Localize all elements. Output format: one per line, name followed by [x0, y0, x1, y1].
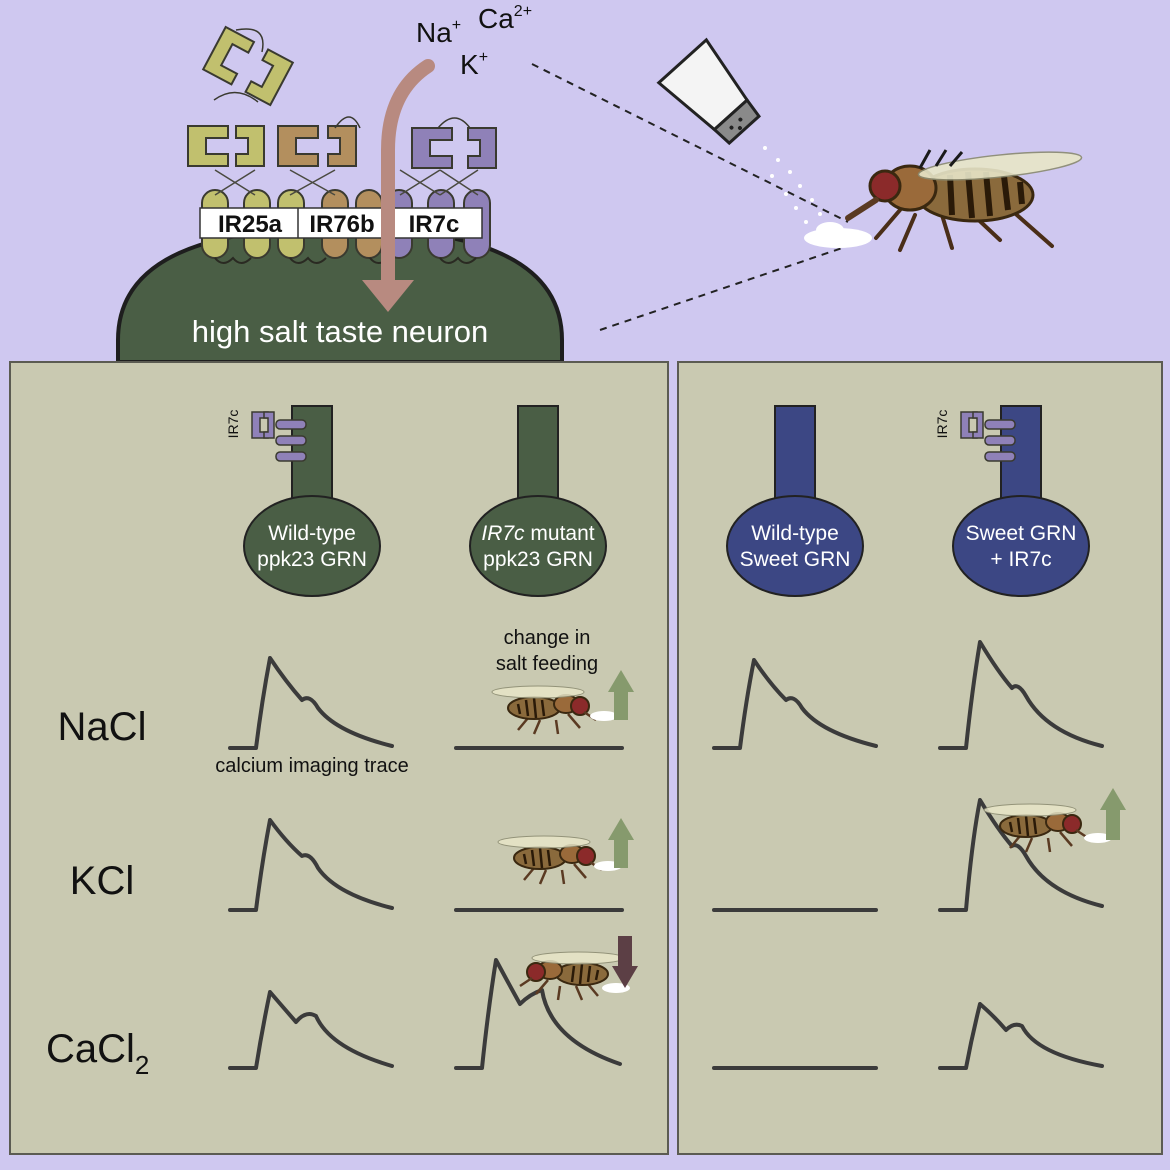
- ion-k: K+: [460, 49, 488, 80]
- feeding-label-line1: change in: [504, 627, 591, 649]
- trace-cacl2-mutant-ppk23: [454, 958, 622, 1070]
- arrow-up-icon: [608, 818, 634, 868]
- svg-text:IR7c: IR7c: [225, 410, 241, 439]
- trace-nacl-wt-ppk23: [228, 656, 394, 750]
- small-ir7c-receptor: [251, 411, 307, 462]
- row-label-cacl2: CaCl2: [46, 1027, 149, 1080]
- neuron-sweet-ir7c: Sweet GRN + IR7c IR7c: [934, 405, 1090, 597]
- receptor-label-bar: [199, 207, 483, 239]
- arrow-down-icon: [612, 936, 638, 988]
- feeding-label-line2: salt feeding: [496, 653, 598, 675]
- receptor-label-ir76b: IR76b: [309, 211, 374, 238]
- svg-text:ppk23 GRN: ppk23 GRN: [483, 548, 593, 571]
- svg-text:Wild-type: Wild-type: [751, 522, 839, 545]
- svg-text:+ IR7c: + IR7c: [990, 548, 1051, 571]
- receptor-label-ir25a: IR25a: [218, 211, 283, 238]
- svg-text:IR7c: IR7c: [934, 410, 950, 439]
- svg-text:Wild-type: Wild-type: [268, 522, 356, 545]
- trace-cacl2-sweet-ir7c: [938, 1002, 1104, 1070]
- trace-kcl-wt-ppk23: [228, 818, 394, 912]
- salt-shaker-icon: [656, 37, 761, 146]
- arrow-up-icon: [1100, 788, 1126, 840]
- neuron-wildtype-sweet: Wild-type Sweet GRN: [726, 405, 864, 597]
- trace-caption: calcium imaging trace: [215, 755, 408, 777]
- svg-text:Sweet GRN: Sweet GRN: [740, 548, 851, 571]
- trace-nacl-wt-sweet: [712, 658, 878, 750]
- row-label-kcl: KCl: [70, 859, 134, 903]
- svg-text:Sweet GRN: Sweet GRN: [966, 522, 1077, 545]
- neuron-ir7c-mutant-ppk23: IR7c mutant ppk23 GRN: [469, 405, 607, 597]
- fly-icon: [845, 149, 1083, 252]
- trace-nacl-sweet-ir7c: [938, 640, 1104, 750]
- trace-cacl2-wt-ppk23: [228, 990, 394, 1070]
- neuron-wildtype-ppk23: Wild-type ppk23 GRN IR7c: [225, 405, 381, 597]
- ion-ca: Ca2+: [478, 3, 532, 34]
- ion-na: Na+: [416, 17, 461, 48]
- svg-text:IR7c mutant: IR7c mutant: [481, 522, 594, 545]
- ion-flow-arrow: [381, 59, 435, 287]
- receptor-label-ir7c: IR7c: [409, 211, 460, 238]
- right-panel: [677, 361, 1163, 1155]
- row-label-nacl: NaCl: [58, 705, 147, 749]
- neuron-label: high salt taste neuron: [192, 314, 488, 349]
- svg-text:ppk23 GRN: ppk23 GRN: [257, 548, 367, 571]
- arrow-up-icon: [608, 670, 634, 720]
